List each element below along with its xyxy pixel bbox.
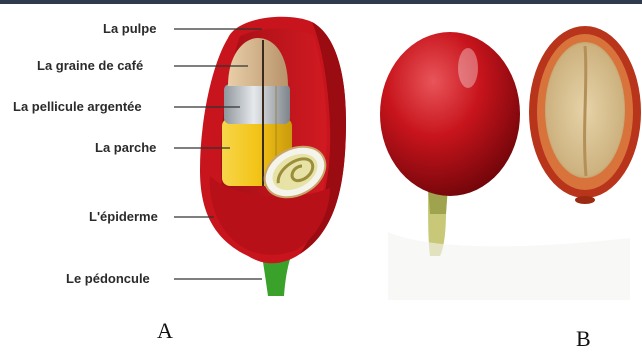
label-peduncle: Le pédoncule [66, 271, 150, 286]
halved-cherry-b [529, 26, 641, 204]
label-epidermis: L'épiderme [89, 209, 158, 224]
silverskin-shape [224, 84, 290, 124]
label-silverskin: La pellicule argentée [13, 99, 142, 114]
caption-b: B [576, 326, 591, 352]
label-parchment: La parche [95, 140, 156, 155]
label-seed: La graine de café [37, 58, 143, 73]
caption-a: A [157, 318, 173, 344]
label-pulp: La pulpe [103, 21, 156, 36]
whole-cherry [380, 32, 520, 196]
cherry-diagram-a [200, 17, 346, 296]
